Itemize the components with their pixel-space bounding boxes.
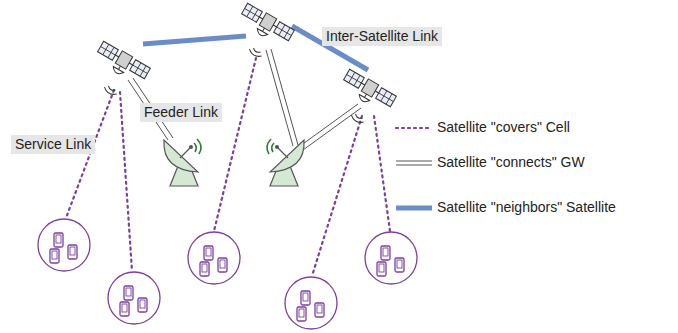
link-label: Inter-Satellite Link	[322, 27, 442, 46]
legend-text: Satellite "connects" GW	[437, 154, 585, 171]
legend-sample	[394, 202, 434, 214]
link-label: Service Link	[11, 135, 95, 154]
legend-text: Satellite "covers" Cell	[437, 119, 570, 136]
phone-icons	[50, 233, 404, 321]
feeder-link	[128, 49, 361, 150]
legend-text: Satellite "neighbors" Satellite	[437, 199, 616, 216]
service-link	[66, 58, 390, 276]
ground-station-dish	[164, 139, 304, 186]
legend-sample	[394, 122, 434, 134]
legend-sample	[394, 157, 434, 169]
link-label: Feeder Link	[140, 103, 222, 122]
cell	[38, 219, 417, 329]
satellite	[93, 2, 397, 124]
